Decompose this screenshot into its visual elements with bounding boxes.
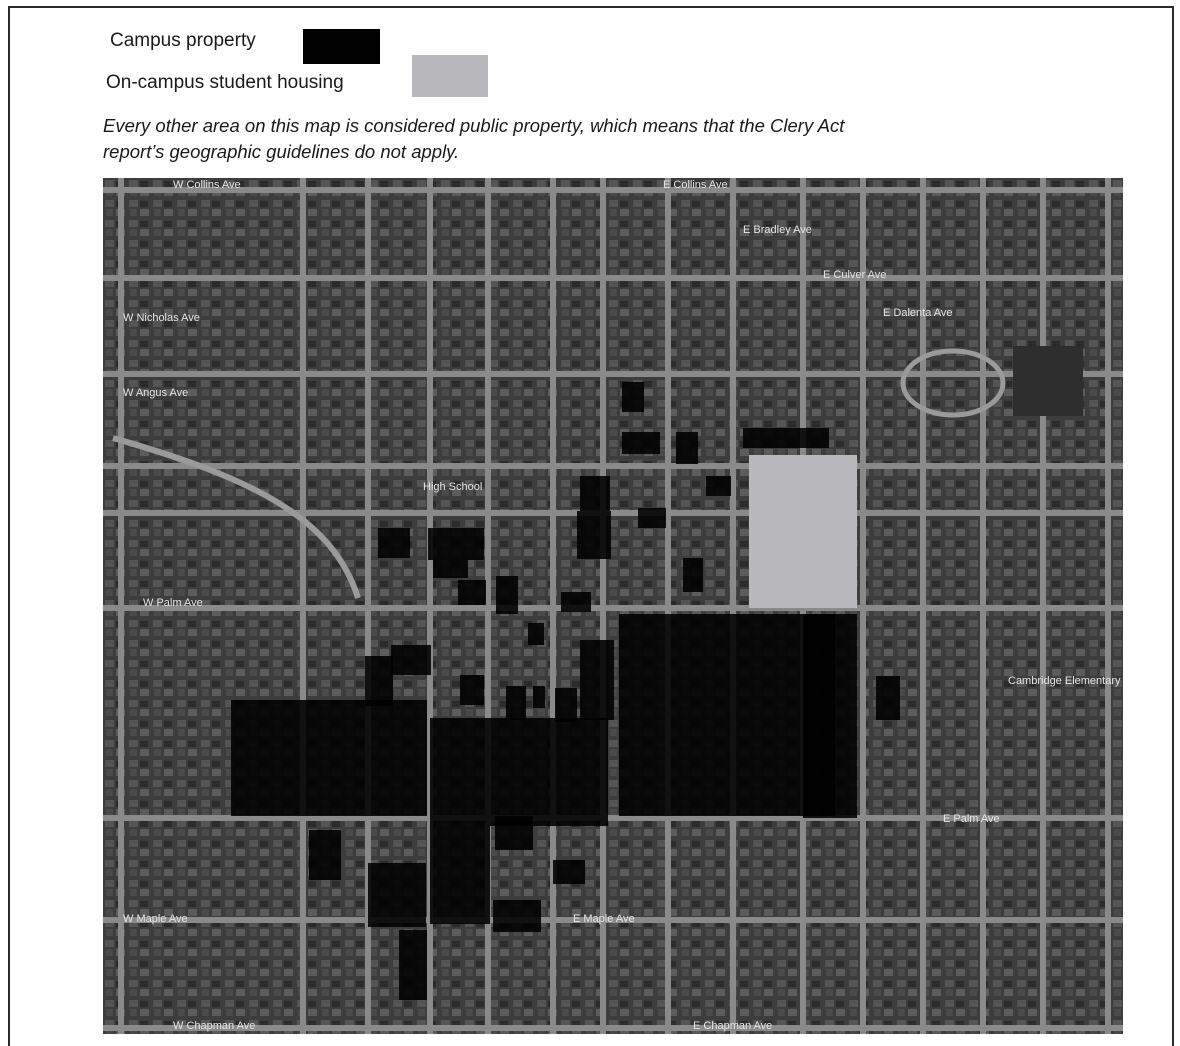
satellite-map-svg: W Collins Ave E Collins Ave E Bradley AveE… [103,178,1123,1034]
campus-property-area [622,432,660,454]
campus-property-area [490,718,608,826]
legend-campus-label: Campus property [110,30,256,51]
street-h [103,463,1123,469]
campus-property-area [803,614,857,818]
street-v [1040,178,1046,1034]
street-h [103,815,1123,821]
campus-property-area [528,623,544,645]
street-label: E Culver Ave [823,269,886,281]
campus-property-area [876,676,900,720]
street-label: W Maple Ave [123,913,188,925]
street-label: High School [423,481,482,493]
street-v [980,178,986,1034]
street-label: Cambridge Elementary School [1008,675,1123,687]
campus-property-area [231,700,427,816]
street-v [300,178,306,1034]
street-v [485,178,491,1034]
street-v [550,178,556,1034]
campus-property-area [580,640,614,720]
campus-property-area [619,614,835,816]
track-field [900,348,1006,418]
street-h [103,1025,1123,1031]
ball-field [1013,346,1083,416]
property-overlays [231,382,900,1000]
street-label: W Chapman Ave [173,1020,255,1032]
student-housing-area [749,455,857,608]
campus-property-area [638,508,666,528]
campus-property-area [495,816,533,850]
street-h [103,187,1123,193]
campus-property-area [706,476,731,496]
legend-housing-swatch [412,55,488,97]
street-h [103,371,1123,377]
campus-property-area [496,576,518,614]
campus-property-area [555,688,577,722]
campus-property-area [309,830,341,880]
street-label: W Nicholas Ave [123,312,200,324]
campus-property-area [365,656,393,706]
campus-property-area [428,528,484,560]
street-label: E Chapman Ave [693,1020,772,1032]
street-label: E Collins Ave [663,179,728,191]
campus-property-area [378,528,410,558]
public-property-note: Every other area on this map is consider… [103,115,845,162]
campus-property-area [676,432,698,464]
page-frame [8,6,1174,1046]
legend-housing-label: On-campus student housing [106,72,344,93]
campus-property-area [399,930,427,1000]
campus-property-area [743,428,829,448]
street-label: E Palm Ave [943,813,1000,825]
street-label: W Collins Ave [173,179,241,191]
campus-property-area [577,511,611,559]
campus-property-area [561,592,591,612]
street-v [118,178,124,1034]
campus-property-area [460,675,484,705]
campus-property-area [580,476,610,511]
campus-property-area [553,860,585,884]
street-h [103,917,1123,923]
street-v [365,178,371,1034]
campus-property-area [683,558,703,592]
street-label: E Dalenta Ave [883,307,953,319]
street-labels: W Collins Ave E Collins Ave E Bradley AveE… [123,179,1123,1032]
campus-property-area [622,382,644,412]
campus-property-area [533,686,545,708]
street-v [1105,178,1111,1034]
street-h [103,510,1123,516]
street-v [427,178,433,1034]
street-label: E Bradley Ave [743,224,812,236]
campus-property-area [493,900,541,932]
street-label: E Maple Ave [573,913,635,925]
campus-property-area [430,718,490,924]
street-v [665,178,671,1034]
campus-property-area [458,580,486,605]
street-v [920,178,926,1034]
campus-property-area [368,863,426,927]
street-v [600,178,606,1034]
street-label: W Angus Ave [123,387,188,399]
campus-property-area [506,686,526,720]
street-label: W Palm Ave [143,597,203,609]
campus-property-area [391,645,431,675]
street-h [103,605,1123,611]
street-v [730,178,736,1034]
street-h [103,275,1123,281]
campus-property-area [433,560,468,578]
legend-campus-swatch [303,29,380,64]
street-v [860,178,866,1034]
railway-line [112,435,361,599]
